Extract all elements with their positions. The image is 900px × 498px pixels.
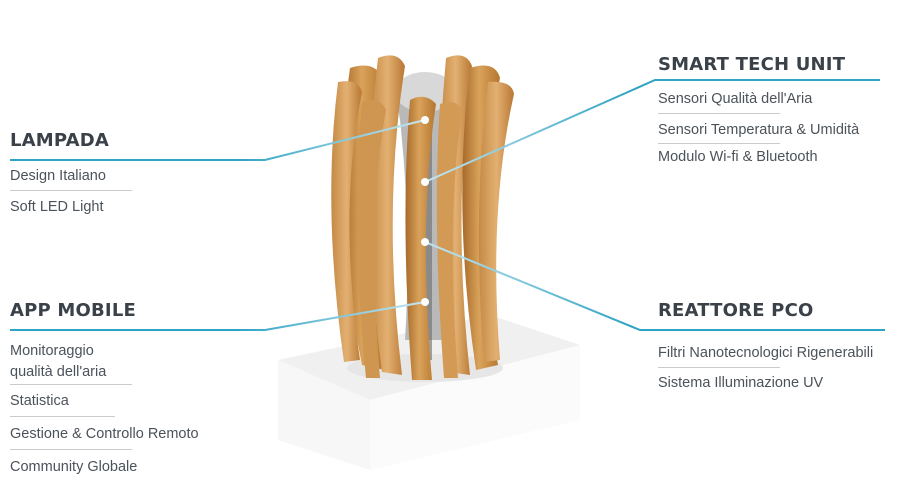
section-reattore-pco: REATTORE PCO xyxy=(658,300,814,321)
feature-item: Sistema Illuminazione UV xyxy=(658,375,824,391)
feature-item: Sensori Qualità dell'Aria xyxy=(658,91,813,107)
connector-dot xyxy=(421,238,429,246)
feature-item: Filtri Nanotecnologici Rigenerabili xyxy=(658,345,874,361)
separator xyxy=(10,190,132,191)
feature-item: Community Globale xyxy=(10,459,138,475)
connector-dot xyxy=(421,116,429,124)
separator xyxy=(658,367,780,368)
section-app-mobile: APP MOBILE xyxy=(10,300,136,321)
section-heading: APP MOBILE xyxy=(10,300,136,321)
separator xyxy=(658,113,780,114)
connector-lines xyxy=(10,79,885,331)
section-heading: SMART TECH UNIT xyxy=(658,54,846,75)
separator xyxy=(10,384,132,385)
feature-item: Gestione & Controllo Remoto xyxy=(10,426,199,442)
section-heading: REATTORE PCO xyxy=(658,300,814,321)
connector-dot xyxy=(421,298,429,306)
feature-item: Sensori Temperatura & Umidità xyxy=(658,122,860,138)
feature-item: Design Italiano xyxy=(10,168,106,184)
bamboo-slats xyxy=(331,55,514,381)
section-smart-tech-unit: SMART TECH UNIT xyxy=(658,54,845,75)
separator xyxy=(658,143,780,144)
section-lampada: LAMPADA xyxy=(10,130,109,151)
section-heading: LAMPADA xyxy=(10,130,110,151)
connector-dot xyxy=(421,178,429,186)
separator xyxy=(10,449,132,450)
feature-item: Modulo Wi-fi & Bluetooth xyxy=(658,149,818,165)
feature-item: qualità dell'aria xyxy=(10,364,107,380)
feature-item: Monitoraggio xyxy=(10,343,94,359)
feature-item: Statistica xyxy=(10,393,69,409)
feature-item: Soft LED Light xyxy=(10,199,104,215)
separator xyxy=(10,416,115,417)
